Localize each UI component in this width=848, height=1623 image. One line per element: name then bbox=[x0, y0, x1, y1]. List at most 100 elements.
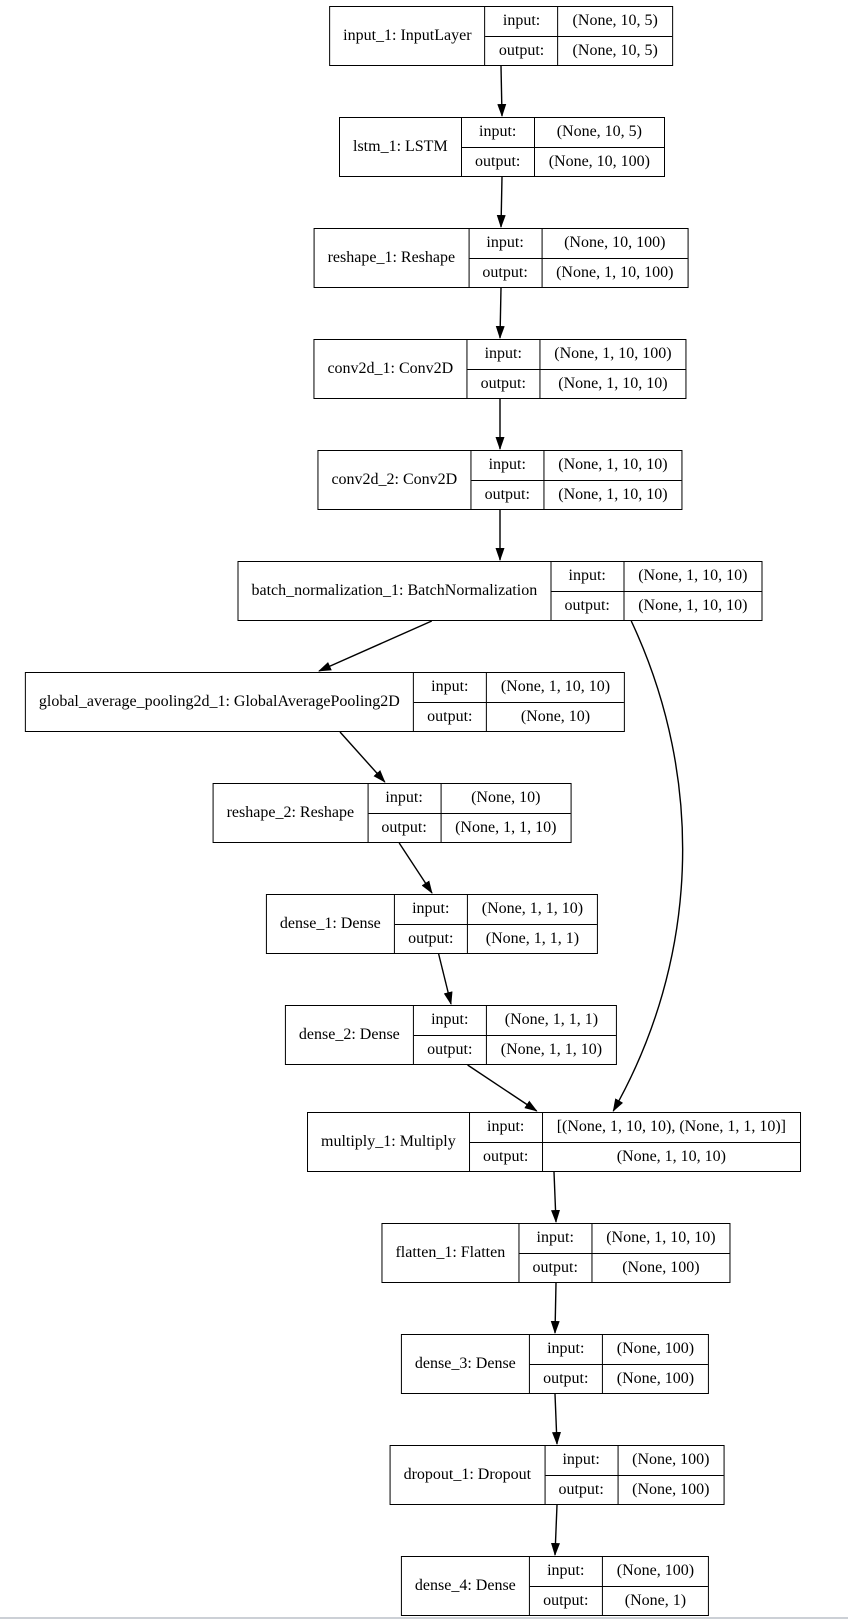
layer-name-label: reshape_1: Reshape bbox=[315, 229, 470, 287]
edge-dense_3-to-dropout_1 bbox=[552, 1393, 562, 1445]
input-shape-value: [(None, 1, 10, 10), (None, 1, 1, 10)] bbox=[556, 1118, 786, 1136]
node-batch_normalization_1: batch_normalization_1: BatchNormalizatio… bbox=[237, 561, 763, 621]
output-shape-value: (None, 1, 10, 10) bbox=[638, 596, 748, 614]
io-table: input: [(None, 1, 10, 10), (None, 1, 1, 1… bbox=[469, 1113, 800, 1171]
node-global_average_pooling2d_1: global_average_pooling2d_1: GlobalAverag… bbox=[24, 672, 626, 732]
input-row: input: (None, 10) bbox=[368, 784, 571, 814]
io-table: input:(None, 1, 10, 100)output: (None, 1,… bbox=[467, 340, 686, 398]
input-shape-value: (None, 100) bbox=[616, 1340, 695, 1358]
layer-name-label: reshape_2: Reshape bbox=[214, 784, 369, 842]
input-key-label: input: bbox=[414, 1006, 487, 1035]
input-key-label: input: bbox=[545, 1446, 619, 1475]
input-shape-value: (None, 1, 10, 100) bbox=[554, 345, 672, 363]
output-row: output:(None, 1, 10, 10) bbox=[471, 480, 681, 509]
edge-dense_2-to-multiply_1 bbox=[467, 1064, 538, 1112]
input-row: input: (None, 10, 5) bbox=[461, 118, 664, 148]
bottom-border-line bbox=[0, 1617, 848, 1619]
output-shape-value: (None, 1, 10, 100) bbox=[556, 263, 674, 281]
input-shape-value: (None, 10) bbox=[471, 789, 541, 807]
output-shape-value: (None, 1, 10, 10) bbox=[558, 374, 668, 392]
input-shape-value: (None, 10, 5) bbox=[556, 123, 642, 141]
input-row: input: (None, 1, 10, 10) bbox=[551, 562, 762, 592]
input-key-label: input: bbox=[519, 1224, 593, 1253]
layer-name-label: global_average_pooling2d_1: GlobalAverag… bbox=[26, 673, 414, 731]
output-row: output:(None, 1, 10, 10) bbox=[551, 591, 761, 620]
input-shape-value: (None, 1, 10, 10) bbox=[558, 456, 668, 474]
input-row: input:(None, 10, 100) bbox=[469, 229, 688, 259]
edge-flatten_1-to-dense_3 bbox=[550, 1282, 560, 1334]
io-table: input:(None, 10, 100)output: (None, 1, 10… bbox=[469, 229, 688, 287]
output-shape-value: (None, 10) bbox=[520, 707, 591, 725]
input-key-label: input: bbox=[486, 7, 559, 36]
output-key-label: output: bbox=[470, 1142, 543, 1171]
input-key-label: input: bbox=[471, 451, 545, 480]
output-row: output:(None, 1, 1, 1) bbox=[395, 924, 597, 953]
layer-name-label: dense_4: Dense bbox=[402, 1557, 530, 1615]
input-row: input: (None, 1, 10, 10) bbox=[413, 673, 625, 703]
output-key-label: output: bbox=[462, 147, 535, 176]
input-key-label: input: bbox=[530, 1335, 603, 1364]
input-row: input:(None, 100) bbox=[529, 1557, 709, 1587]
output-row: output:(None, 1) bbox=[530, 1586, 708, 1615]
input-key-label: input: bbox=[470, 1113, 543, 1142]
layer-name-label: conv2d_2: Conv2D bbox=[318, 451, 472, 509]
output-row: output: (None, 1, 1, 10) bbox=[414, 1035, 616, 1064]
output-shape-value: (None, 100) bbox=[622, 1258, 700, 1276]
edge-batch_normalization_1-to-global_average_pooling2d_1 bbox=[318, 620, 433, 672]
input-shape-value: (None, 10, 5) bbox=[572, 12, 658, 30]
input-row: input: (None, 100) bbox=[529, 1335, 709, 1365]
output-row: output: (None, 1, 10, 100) bbox=[469, 258, 687, 287]
output-key-label: output: bbox=[467, 369, 541, 398]
input-shape-value: (None, 1, 10, 10) bbox=[606, 1229, 716, 1247]
input-shape-value: (None, 10, 100) bbox=[564, 234, 666, 252]
output-key-label: output: bbox=[414, 702, 487, 731]
input-row: input: (None, 10, 5) bbox=[485, 7, 672, 37]
input-shape-value: (None, 1, 10, 10) bbox=[500, 678, 611, 696]
output-key-label: output: bbox=[530, 1364, 603, 1393]
output-shape-value: (None, 1, 1, 10) bbox=[500, 1040, 603, 1058]
edge-dropout_1-to-dense_4 bbox=[550, 1504, 560, 1556]
output-row: output:(None, 10, 100) bbox=[462, 147, 664, 176]
input-key-label: input: bbox=[462, 118, 535, 147]
layer-name-label: multiply_1: Multiply bbox=[308, 1113, 470, 1171]
layer-name-label: flatten_1: Flatten bbox=[382, 1224, 520, 1282]
layer-name-label: dense_1: Dense bbox=[267, 895, 395, 953]
edge-input_1-to-lstm_1 bbox=[497, 65, 507, 117]
output-shape-value: (None, 1, 10, 10) bbox=[616, 1147, 726, 1165]
input-key-label: input: bbox=[368, 784, 442, 813]
output-row: output:(None, 100) bbox=[519, 1253, 729, 1282]
input-key-label: input: bbox=[414, 673, 487, 702]
edge-global_average_pooling2d_1-to-reshape_2 bbox=[339, 731, 386, 783]
output-key-label: output: bbox=[469, 258, 543, 287]
output-key-label: output: bbox=[368, 813, 442, 842]
output-shape-value: (None, 1, 10, 10) bbox=[558, 485, 668, 503]
io-table: input: (None, 1, 10, 10) output:(None, 100… bbox=[519, 1224, 730, 1282]
input-row: input:(None, 1, 1, 10) bbox=[394, 895, 598, 925]
output-shape-value: (None, 100) bbox=[616, 1369, 695, 1387]
layer-name-label: lstm_1: LSTM bbox=[340, 118, 462, 176]
output-key-label: output: bbox=[486, 36, 559, 65]
input-row: input:(None, 1, 10, 100) bbox=[467, 340, 686, 370]
io-table: input:(None, 100)output:(None, 1) bbox=[529, 1557, 709, 1615]
layer-name-label: dense_2: Dense bbox=[286, 1006, 414, 1064]
input-row: input:(None, 1, 1, 1) bbox=[413, 1006, 617, 1036]
input-key-label: input: bbox=[551, 562, 625, 591]
output-key-label: output: bbox=[395, 924, 468, 953]
input-shape-value: (None, 1, 10, 10) bbox=[638, 567, 748, 585]
output-key-label: output: bbox=[414, 1035, 487, 1064]
edge-lstm_1-to-reshape_1 bbox=[496, 176, 506, 228]
io-table: input: (None, 100) output: (None, 100) bbox=[529, 1335, 709, 1393]
edge-reshape_1-to-conv2d_1 bbox=[495, 287, 505, 339]
output-shape-value: (None, 10, 5) bbox=[572, 41, 658, 59]
input-row: input: (None, 1, 10, 10) bbox=[519, 1224, 730, 1254]
io-table: input: (None, 1, 10, 10) output: (None, 10) bbox=[413, 673, 625, 731]
output-shape-value: (None, 100) bbox=[632, 1480, 710, 1498]
input-row: input: [(None, 1, 10, 10), (None, 1, 1, 1… bbox=[469, 1113, 800, 1143]
